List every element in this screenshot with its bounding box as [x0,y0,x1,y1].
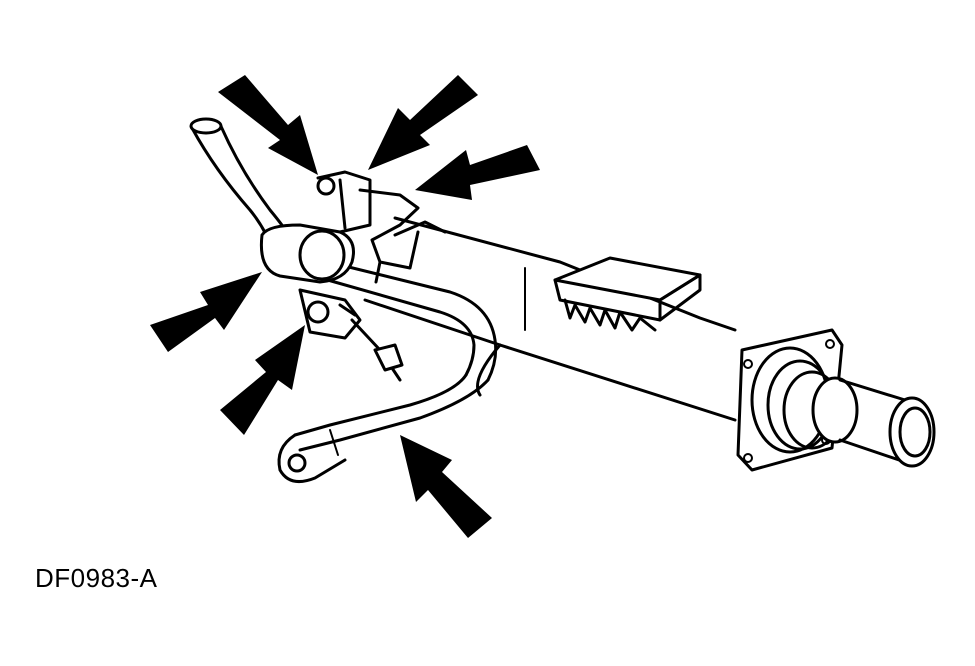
axle-spindle [750,346,936,468]
figure-id-label: DF0983-A [35,563,158,593]
frame-bracket [358,188,447,284]
spring-pad [553,256,702,332]
callout-arrow-3 [415,145,540,200]
callout-arrow-1 [218,75,318,175]
axle-tube [363,216,737,422]
stabilizer-bar [189,117,498,484]
bar-bushing-bracket [259,170,404,382]
callout-arrow-5 [220,325,305,435]
callout-arrow-6 [400,435,492,538]
callout-arrow-4 [150,272,262,352]
callout-arrows [150,75,540,538]
callout-arrow-2 [368,75,478,170]
